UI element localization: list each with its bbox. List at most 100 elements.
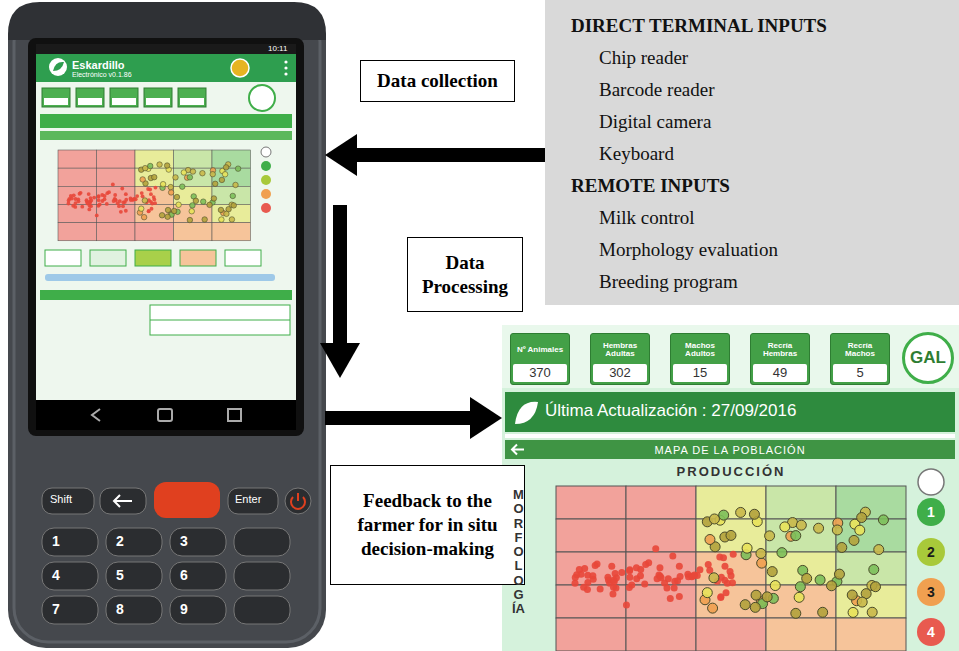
list-item: Digital camera: [571, 106, 959, 138]
shape-rect: [36, 44, 296, 54]
map-cell: [836, 552, 906, 585]
group: [556, 486, 906, 651]
node-label: Data collection: [377, 69, 498, 93]
animal-dot: [729, 579, 736, 586]
shape-rect: [42, 528, 98, 556]
map-cell: [766, 486, 836, 519]
shape-circle: [261, 147, 271, 157]
key-label: 4: [52, 567, 60, 583]
shape-rect: [106, 562, 162, 590]
process-arrow: [320, 205, 360, 378]
animal-dot: [572, 574, 579, 581]
node-label: Nº Animales: [513, 336, 567, 364]
animal-dot: [645, 559, 652, 566]
animal-dot: [723, 589, 730, 596]
key-label: 8: [116, 601, 124, 617]
list-item: Morphology evaluation: [571, 234, 959, 266]
shape-rect: [502, 325, 959, 651]
animal-dot: [609, 590, 616, 597]
animal-dot: [705, 535, 715, 545]
animal-dot: [818, 607, 828, 617]
process-box: Data collection: [360, 60, 515, 102]
animal-dot: [832, 525, 842, 535]
map-cell: [556, 585, 626, 618]
map-cell: [766, 618, 836, 651]
shape-path: [320, 343, 360, 378]
animal-dot: [757, 558, 767, 568]
animal-dot: [780, 522, 790, 532]
animal-dot: [728, 572, 735, 579]
shape-circle: [249, 85, 275, 111]
list-item: Breeding program: [571, 266, 959, 298]
shape-rect: [154, 482, 220, 518]
map-cell: [766, 552, 836, 585]
animal-dot: [652, 545, 659, 552]
animal-dot: [855, 525, 865, 535]
screen-text: Electrónico v0.1.86: [72, 71, 132, 78]
map-cell: [836, 519, 906, 552]
class-circle: 3: [917, 578, 945, 606]
shape-rect: [36, 44, 296, 400]
animal-dot: [717, 594, 724, 601]
class-circle: 2: [917, 538, 945, 566]
shape-line: [150, 320, 290, 321]
animal-dot: [719, 510, 729, 520]
shape-rect: [42, 488, 94, 514]
list-item: Milk control: [571, 202, 959, 234]
input-panel: DIRECT TERMINAL INPUTSChip readerBarcode…: [545, 0, 959, 305]
shape-rect: [110, 88, 138, 107]
screen-text: 10:11: [268, 44, 287, 53]
shape-rect: [45, 274, 275, 281]
shape-circle: [285, 488, 311, 514]
animal-dot: [847, 590, 857, 600]
animal-dot: [671, 578, 678, 585]
shape-rect: [40, 290, 292, 300]
animal-dot: [814, 523, 824, 533]
animal-dot: [676, 563, 683, 570]
arrow-head: [470, 397, 502, 439]
animal-dot: [685, 573, 692, 580]
animal-dot: [589, 572, 596, 579]
shape-rect: [234, 596, 290, 624]
shape-rect: [180, 98, 204, 105]
shape-path: [291, 493, 305, 509]
map-cell: [626, 585, 696, 618]
shape-rect: [40, 131, 292, 140]
list-item: Barcode reader: [571, 74, 959, 106]
flow-arrow: [325, 134, 545, 176]
animal-dot: [848, 607, 858, 617]
shape-circle: [261, 161, 271, 171]
shape-rect: [14, 8, 320, 642]
key-label: 7: [52, 601, 60, 617]
map-thumbnail: [58, 150, 251, 241]
animal-dot: [857, 513, 867, 523]
node-label: 49: [753, 364, 807, 382]
stat-box: Hembras Adultas302: [590, 333, 650, 385]
animal-dot: [751, 590, 761, 600]
stat-box: Nº Animales370: [510, 333, 570, 385]
node-label: 2: [927, 544, 935, 560]
shape-circle: [261, 175, 271, 185]
shape-rect: [178, 88, 206, 107]
shape-rect: [78, 98, 102, 105]
animal-dot: [709, 514, 719, 524]
shape-rect: [36, 54, 296, 82]
shape-circle: [918, 469, 944, 495]
animal-dot: [878, 515, 888, 525]
animal-dot: [676, 593, 683, 600]
map-cell: [626, 552, 696, 585]
shape-rect: [106, 528, 162, 556]
animal-dot: [827, 581, 837, 591]
animal-dot: [708, 603, 718, 613]
shape-circle: [261, 189, 271, 199]
stat-box: Machos Adultos15: [670, 333, 730, 385]
node-label: 302: [593, 364, 647, 382]
node-label: PRODUCCIÓN: [677, 464, 786, 479]
animal-dot: [869, 565, 879, 575]
animal-dot: [736, 507, 746, 517]
list-item: Keyboard: [571, 138, 959, 170]
shape-circle: [284, 60, 287, 63]
shape-rect: [170, 596, 226, 624]
key-label: Shift: [50, 493, 72, 505]
process-box: Data Processing: [407, 237, 523, 312]
